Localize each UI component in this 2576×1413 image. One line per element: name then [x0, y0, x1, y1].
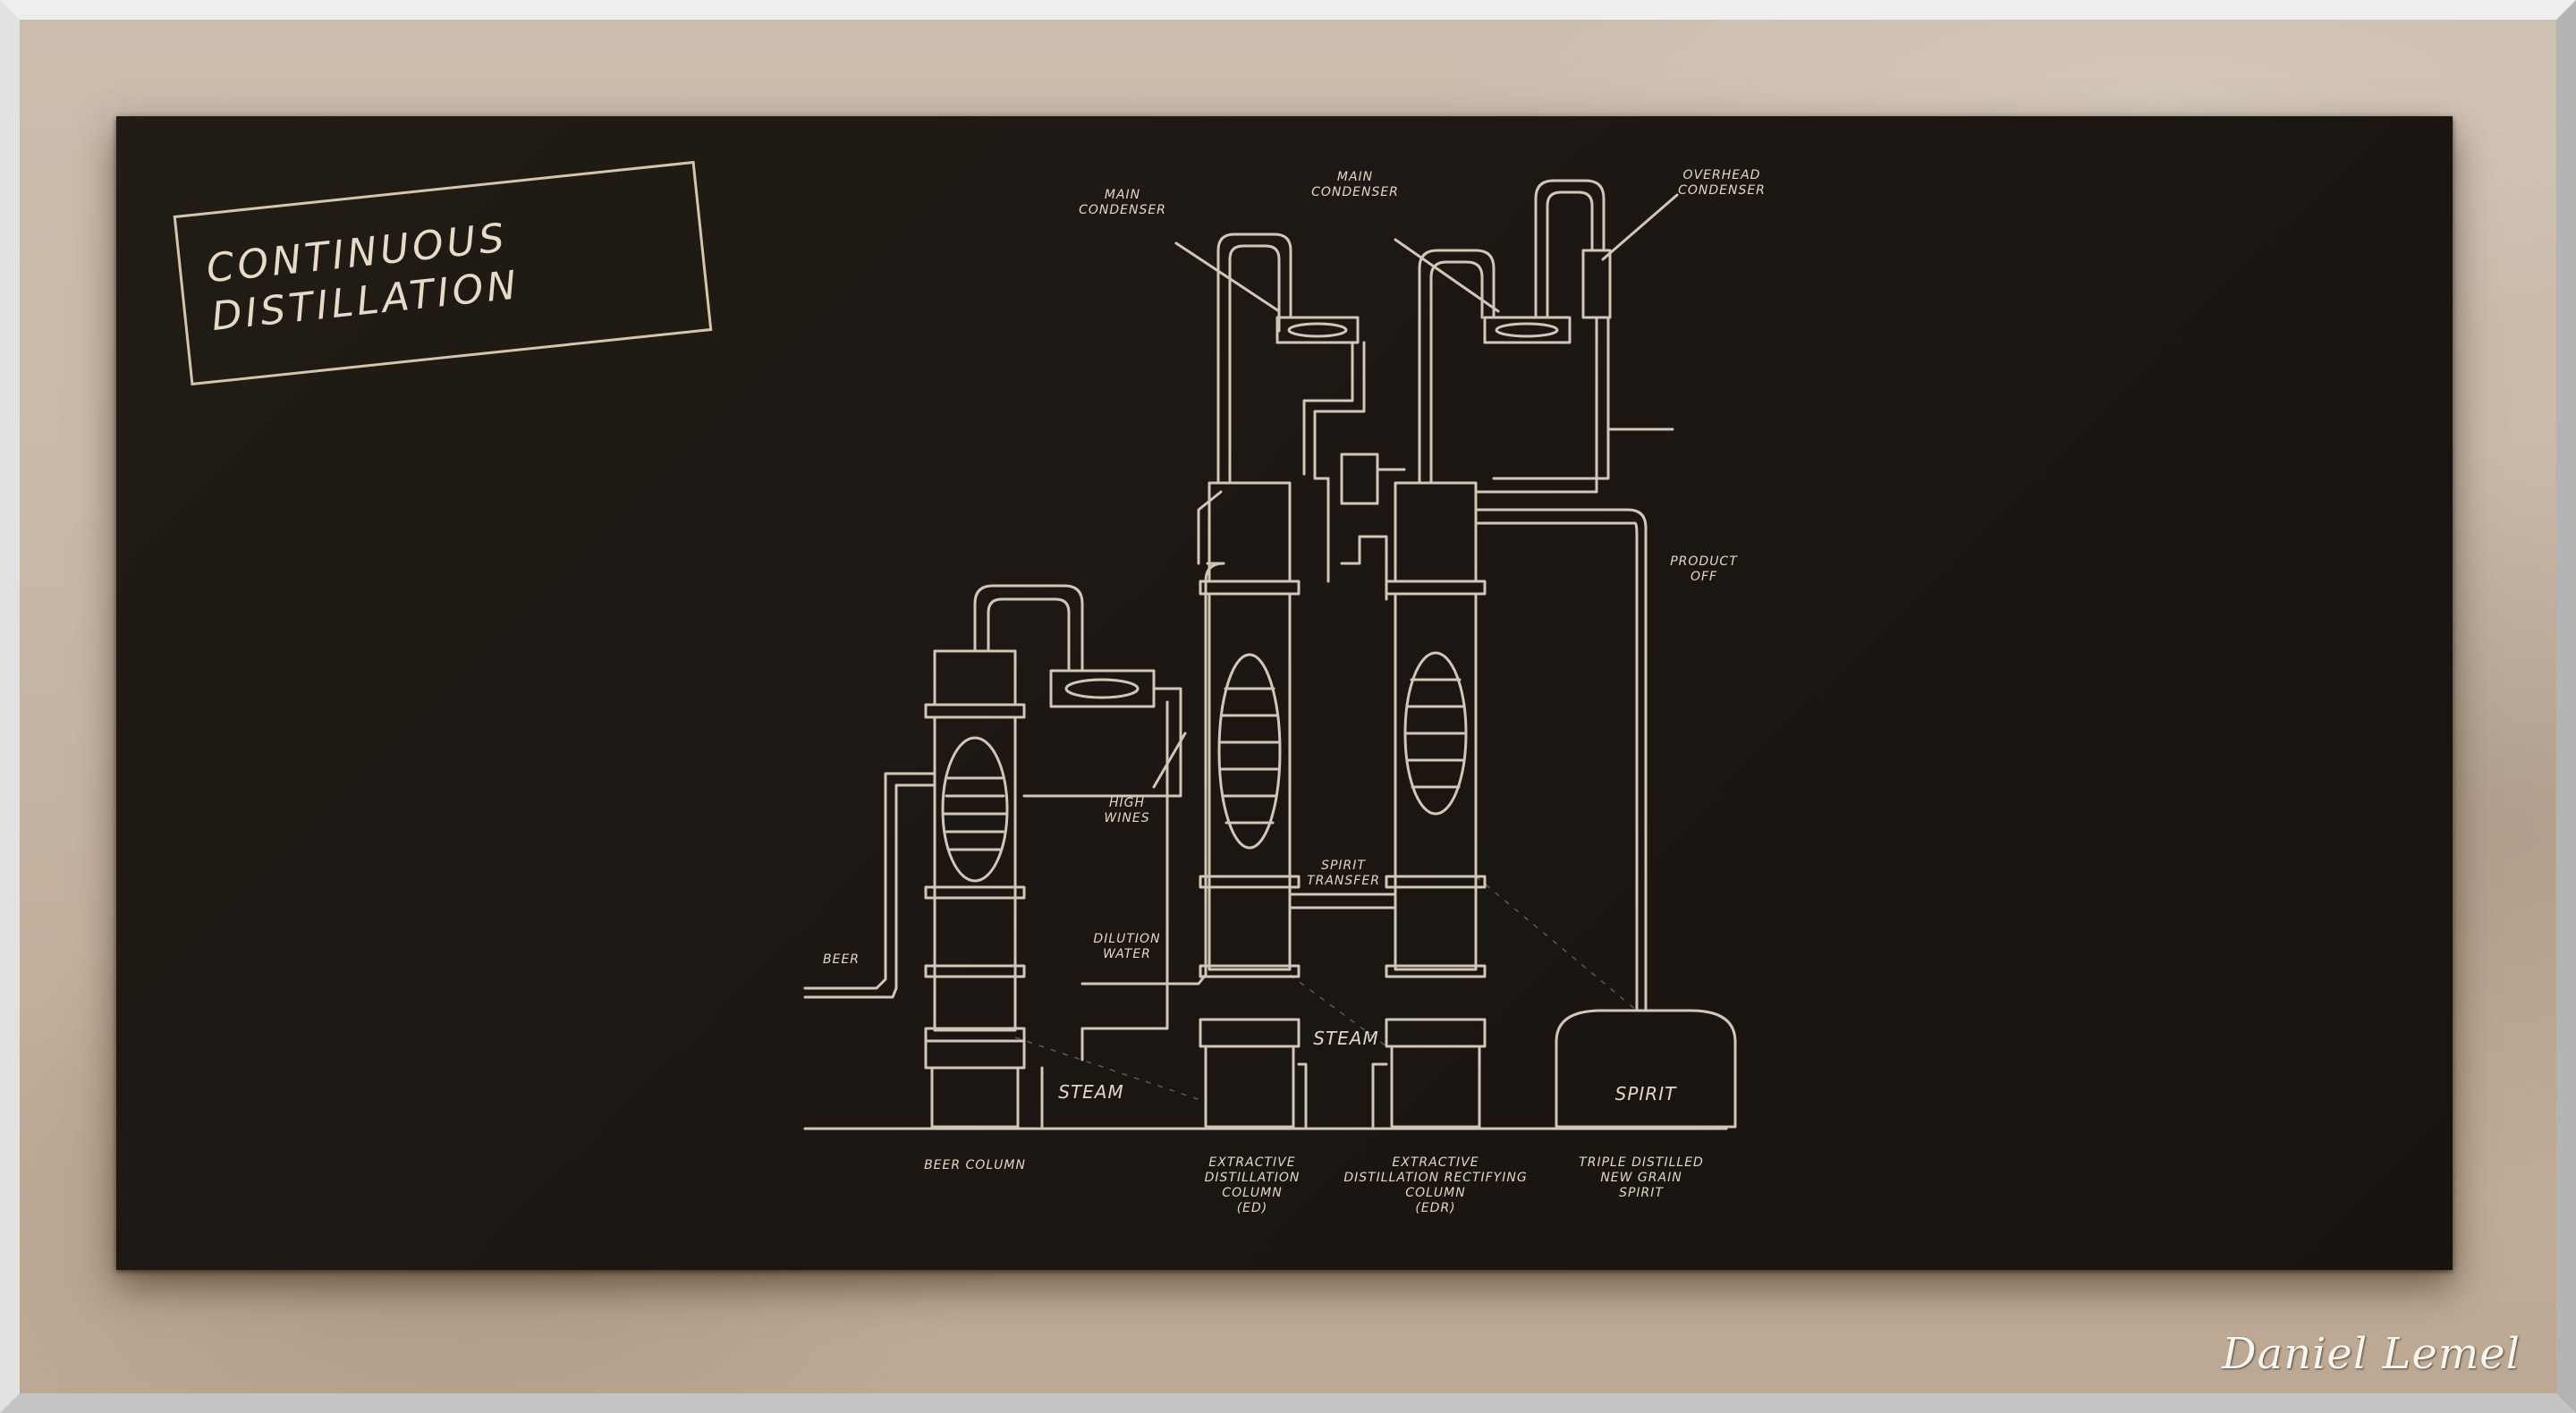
label-ed-column: EXTRACTIVE DISTILLATION COLUMN (ED) [1204, 1155, 1301, 1215]
distillation-diagram [803, 179, 1737, 1130]
beer-pipe [803, 772, 936, 990]
product-off-pipe [1474, 508, 1648, 1012]
edr-column-drawing [1385, 481, 1487, 1129]
spirit-receiver [1555, 1009, 1737, 1129]
overhead-condenser [1581, 249, 1612, 319]
label-beer: BEER [823, 952, 860, 967]
dilution-water-pipe [1080, 562, 1225, 986]
label-high-wines: HIGH WINES [1104, 796, 1150, 825]
chalkboard: CONTINUOUS DISTILLATION MAIN CONDENSER M… [116, 116, 2453, 1270]
beer-column-drawing [924, 649, 1026, 1129]
photographer-signature: Daniel Lemel [2222, 1329, 2521, 1379]
label-new-grain-spirit: TRIPLE DISTILLED NEW GRAIN SPIRIT [1579, 1155, 1704, 1200]
label-main-condenser-2: MAIN CONDENSER [1311, 170, 1399, 199]
label-steam-1: STEAM [1058, 1081, 1124, 1103]
label-main-condenser-1: MAIN CONDENSER [1079, 188, 1166, 217]
label-overhead-condenser: OVERHEAD CONDENSER [1678, 168, 1766, 198]
label-spirit: SPIRIT [1614, 1083, 1677, 1104]
main-condenser-2 [1483, 316, 1572, 344]
ed-column-drawing [1199, 481, 1301, 1129]
label-spirit-transfer: SPIRIT TRANSFER [1307, 859, 1380, 888]
label-steam-2: STEAM [1313, 1028, 1379, 1049]
label-product-off: PRODUCT OFF [1670, 554, 1738, 584]
label-dilution-water: DILUTION WATER [1093, 932, 1161, 961]
label-edr-column: EXTRACTIVE DISTILLATION RECTIFYING COLUM… [1343, 1155, 1528, 1215]
label-beer-column: BEER COLUMN [924, 1158, 1026, 1172]
main-condenser-1 [1275, 316, 1360, 344]
decanter [1340, 453, 1379, 505]
